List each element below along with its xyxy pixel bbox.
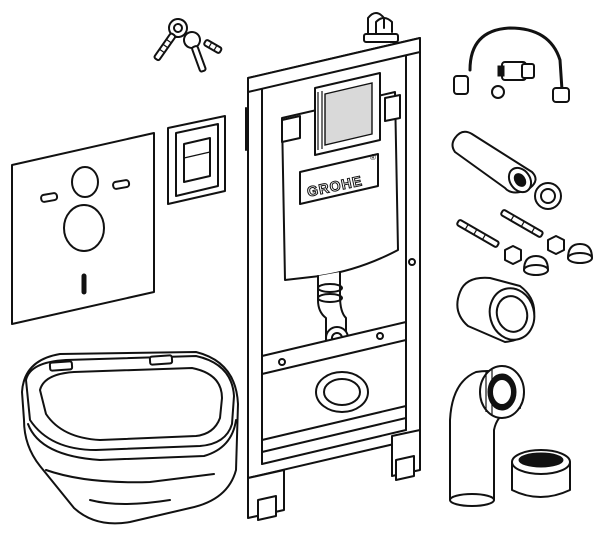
flush-pipe-set xyxy=(451,130,562,210)
drain-cap xyxy=(511,449,571,498)
water-supply-hose xyxy=(453,26,570,103)
sound-insulation-pad xyxy=(11,132,155,325)
installation-frame: GROHE ® xyxy=(245,37,421,521)
fixing-bolts-and-caps xyxy=(456,209,593,276)
wall-anchor-bolts xyxy=(153,18,223,73)
flush-plate xyxy=(167,115,226,205)
angle-valve xyxy=(491,61,535,99)
wall-hung-toilet xyxy=(21,351,239,525)
connector-sleeve xyxy=(456,276,536,343)
registered-mark: ® xyxy=(370,153,376,162)
drain-bend-pipe xyxy=(449,365,525,507)
frame-hook-bolts xyxy=(363,12,399,43)
